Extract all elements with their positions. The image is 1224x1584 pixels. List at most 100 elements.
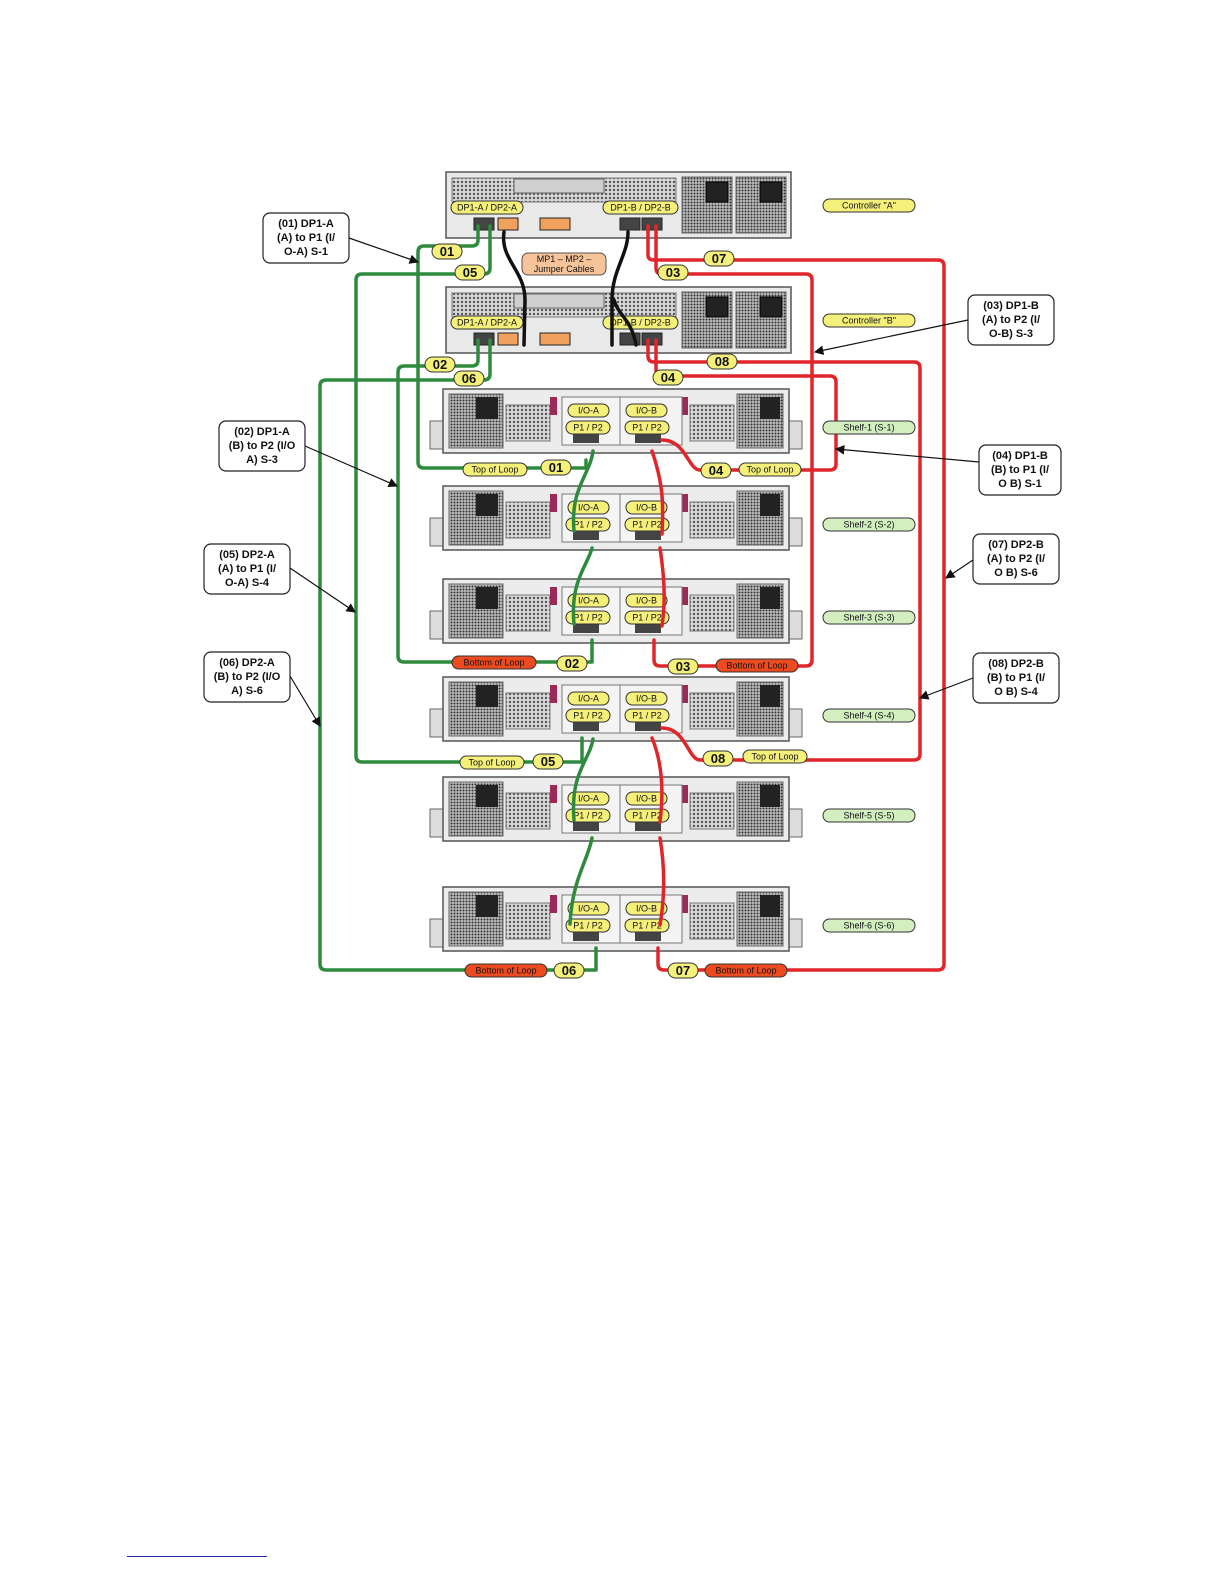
latch-handle [550, 397, 557, 415]
controller-a: DP1-A / DP2-A DP1-B / DP2-B [445, 171, 792, 239]
io-b-label-text: I/O-B [636, 406, 657, 416]
port-label-right-shape [602, 315, 679, 330]
callout-03: (03) DP1-B(A) to P2 (I/O-B) S-3 [813, 294, 1055, 355]
callout-line: O-A) S-4 [225, 577, 270, 589]
callout-box [972, 533, 1060, 585]
ports-label-a: P1 / P2 [565, 808, 611, 823]
fan-module [689, 902, 735, 940]
callout-08: (08) DP2-B(B) to P1 (I/O B) S-4 [918, 652, 1060, 704]
io-a-label-text: I/O-A [578, 794, 599, 804]
callout-line: (B) to P2 (I/O [214, 671, 281, 683]
fan-module [505, 792, 551, 830]
chain-a-4-5 [571, 737, 595, 822]
ports-label-a-shape [565, 420, 611, 435]
cable-number-tag-08: 08 [702, 750, 734, 767]
io-b-label: I/O-B [625, 691, 668, 706]
power-socket-icon [476, 587, 498, 609]
latch-handle [550, 587, 557, 605]
shelf-label-shape [822, 420, 916, 435]
fan-module [689, 501, 735, 539]
rack-ear [429, 420, 445, 450]
ports-label-b-text: P1 / P2 [632, 423, 662, 433]
cable-number-tag-02-text: 02 [565, 656, 579, 671]
bottom-of-loop-label-shape [464, 963, 548, 978]
shelf-label: Shelf-1 (S-1) [822, 420, 916, 435]
cable-number-tag-04: 04 [700, 462, 732, 479]
cable-number-tag-02-shape [556, 655, 588, 672]
chain-b-5-6 [658, 836, 666, 927]
ports-label-a: P1 / P2 [565, 610, 611, 625]
cable-number-tag-03-shape [667, 658, 699, 675]
fan-module [689, 404, 735, 442]
shelf-label: Shelf-6 (S-6) [822, 918, 916, 933]
ports-label-b: P1 / P2 [624, 708, 670, 723]
power-socket-icon [476, 397, 498, 419]
bottom-of-loop-label-text: Bottom of Loop [463, 658, 524, 668]
footnote-rule [127, 1556, 267, 1557]
cable-number-tag-04-text: 04 [709, 463, 724, 478]
cable-number-tag-04-shape [700, 462, 732, 479]
callout-02: (02) DP1-A(B) to P2 (I/OA) S-3 [218, 420, 399, 488]
callout-arrow [289, 675, 321, 728]
cable-number-tag-02-text: 02 [433, 357, 447, 372]
ports-label-b: P1 / P2 [624, 420, 670, 435]
callout-box [203, 543, 291, 595]
sas-port-icon [635, 721, 661, 731]
jumper-label-shape [521, 252, 607, 276]
callout-line: (07) DP2-B [988, 539, 1044, 551]
callout-line: O-B) S-3 [989, 328, 1033, 340]
controller-label-shape [822, 313, 916, 328]
power-socket-icon [705, 181, 729, 203]
callout-05: (05) DP2-A(A) to P1 (I/O-A) S-4 [203, 543, 356, 613]
port-label-right-text: DP1-B / DP2-B [610, 203, 671, 213]
shelf-label-shape [822, 610, 916, 625]
fan-module [505, 404, 551, 442]
cable-number-tag-06-text: 06 [462, 371, 476, 386]
jumper-cable [610, 230, 630, 347]
cable-number-tag-06-shape [453, 370, 485, 387]
top-of-loop-label-text: Top of Loop [471, 465, 518, 475]
cable-07 [646, 224, 946, 972]
sas-port-icon [635, 931, 661, 941]
port-label-left-shape [450, 200, 524, 215]
bottom-of-loop-label-shape [715, 658, 799, 673]
cable-05 [354, 224, 584, 764]
cable-06 [318, 338, 598, 972]
power-socket-icon [759, 296, 783, 318]
io-b-label: I/O-B [625, 593, 668, 608]
callout-line: (A) to P1 (I/ [277, 232, 335, 244]
shelf-label-shape [822, 808, 916, 823]
ports-label-b-text: P1 / P2 [632, 711, 662, 721]
ports-label-a-text: P1 / P2 [573, 520, 603, 530]
callout-04: (04) DP1-B(B) to P1 (I/O B) S-1 [834, 444, 1062, 496]
callout-arrow [348, 237, 420, 264]
cable-number-tag-02: 02 [556, 655, 588, 672]
ports-label-b: P1 / P2 [624, 808, 670, 823]
callout-line: (A) to P2 (I/ [982, 314, 1040, 326]
fan-module [505, 692, 551, 730]
sas-port-icon [573, 821, 599, 831]
sas-port-icon [573, 721, 599, 731]
shelf-label-text: Shelf-1 (S-1) [843, 423, 894, 433]
bottom-of-loop-label: Bottom of Loop [451, 655, 537, 670]
ports-label-a-text: P1 / P2 [573, 711, 603, 721]
port-label-left-text: DP1-A / DP2-A [457, 203, 517, 213]
cable-number-tag-05: 05 [532, 753, 564, 770]
ports-label-b-shape [624, 808, 670, 823]
cable-number-tag-08: 08 [706, 353, 738, 370]
power-socket-icon [760, 785, 780, 807]
top-of-loop-label-shape [742, 749, 808, 764]
fan-module [505, 594, 551, 632]
latch-handle [550, 895, 557, 913]
bottom-of-loop-label: Bottom of Loop [464, 963, 548, 978]
shelf-label: Shelf-3 (S-3) [822, 610, 916, 625]
callout-arrow [304, 445, 399, 488]
top-of-loop-label: Top of Loop [462, 462, 528, 477]
top-of-loop-label-shape [459, 755, 525, 770]
ports-label-a-shape [565, 918, 611, 933]
ports-label-b-text: P1 / P2 [632, 613, 662, 623]
io-a-label-shape [567, 901, 610, 916]
top-of-loop-label-text: Top of Loop [751, 752, 798, 762]
rack-ear [429, 808, 445, 838]
